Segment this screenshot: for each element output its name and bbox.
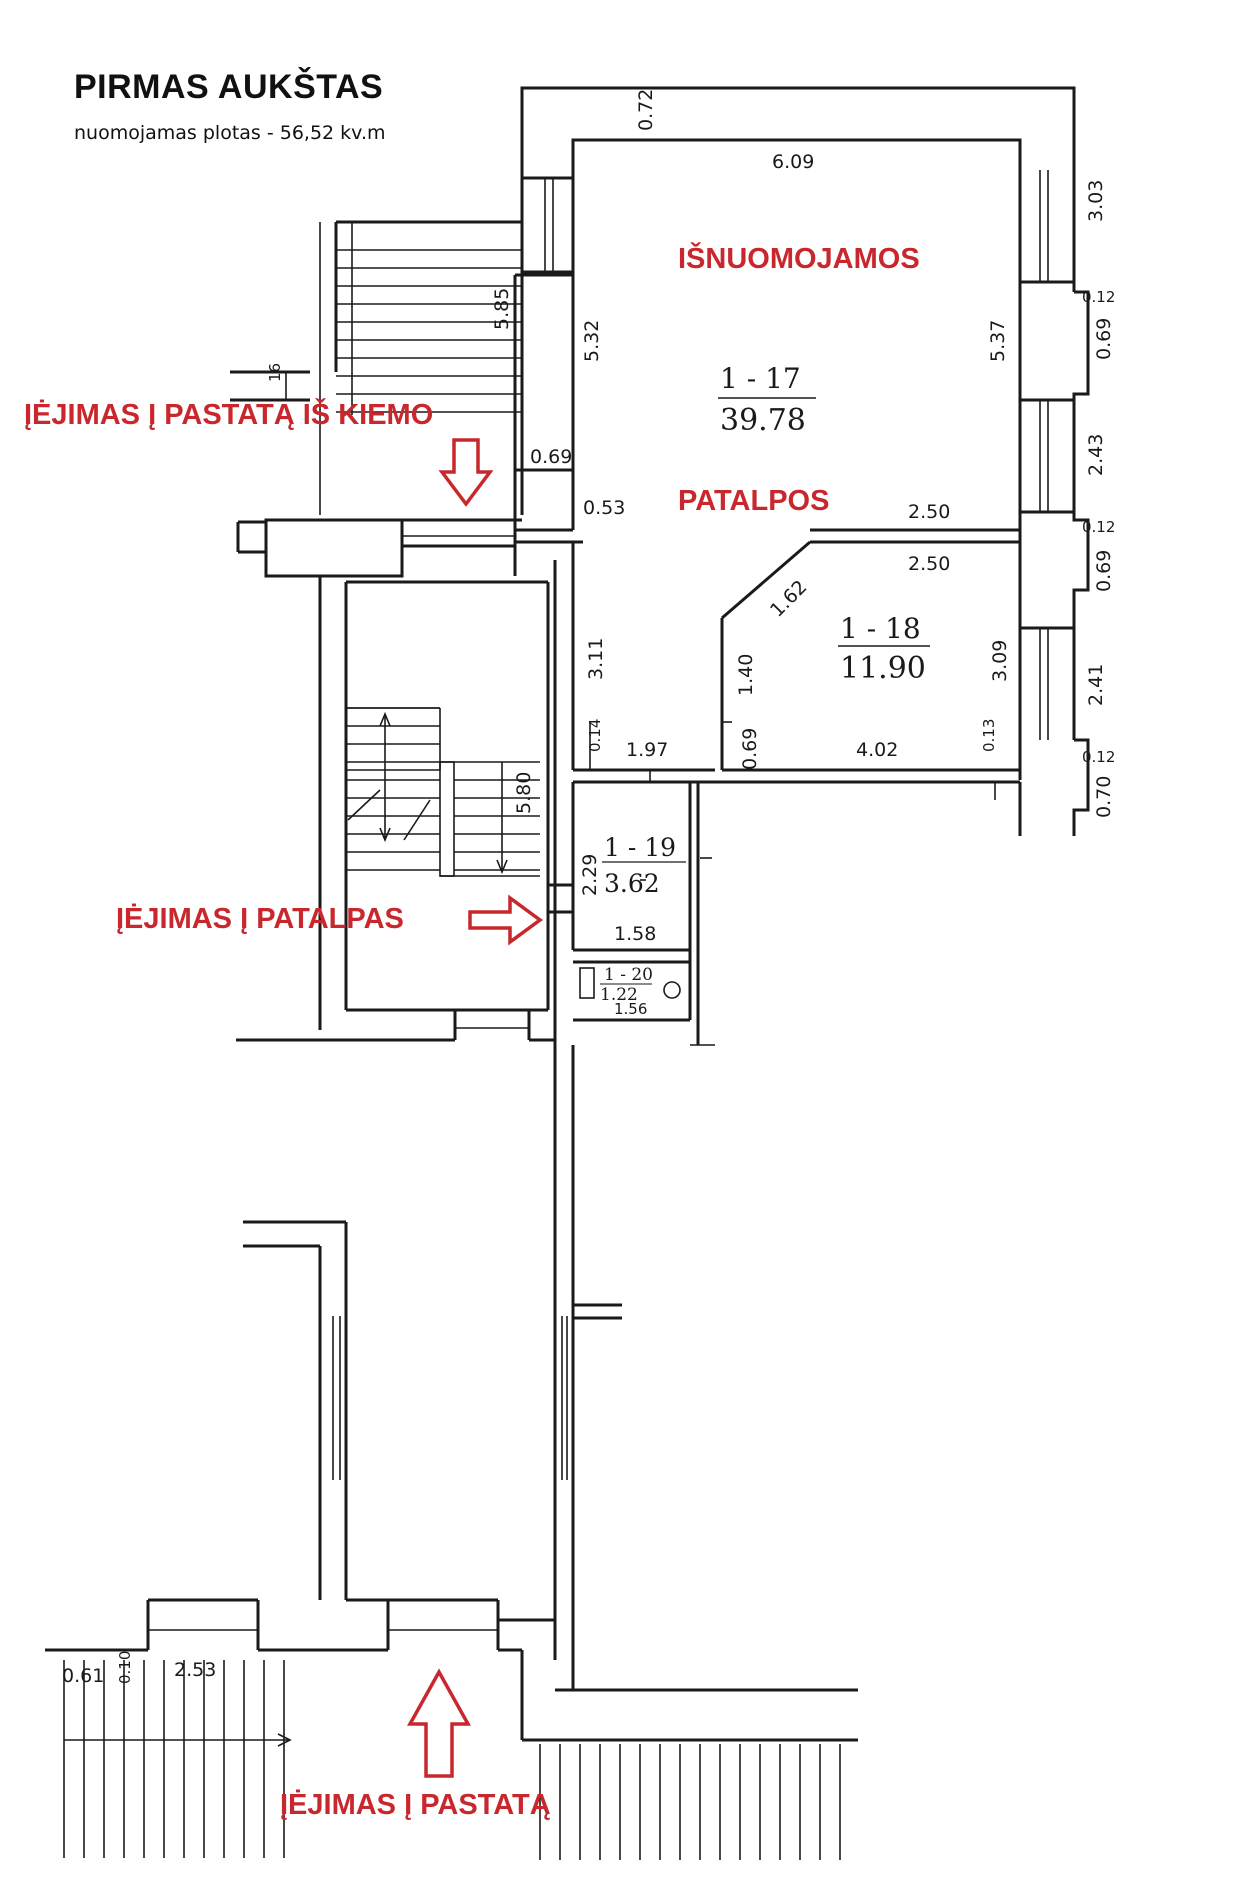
dim-5-85: 5.85 — [491, 288, 513, 330]
dim-1-58: 1.58 — [614, 923, 656, 945]
dim-2-50-a: 2.50 — [908, 501, 950, 523]
room-1-19-number: 1 - 19 — [604, 833, 676, 862]
room-labels: 1 - 17 39.78 1 - 18 11.90 1 - 19 3.62 1 … — [600, 362, 930, 1005]
dim-3-09: 3.09 — [989, 640, 1011, 682]
dim-0-12-b: 0.12 — [1082, 518, 1115, 536]
annotations: IŠNUOMOJAMOS PATALPOS ĮĖJIMAS Į PASTATĄ … — [24, 241, 920, 1821]
lower-corridor — [45, 1220, 858, 1860]
dim-1-40: 1.40 — [735, 654, 757, 696]
room-1-20-area: 1.22 — [600, 985, 638, 1005]
dim-0-70: 0.70 — [1093, 776, 1115, 818]
arrow-up-icon — [407, 1668, 471, 1778]
dim-5-32: 5.32 — [581, 320, 603, 362]
room-1-17-area: 39.78 — [720, 403, 806, 438]
dim-0-53: 0.53 — [583, 497, 625, 519]
dim-2-41: 2.41 — [1085, 664, 1107, 706]
dim-0-14: 0.14 — [586, 719, 604, 752]
arrow-down-icon — [438, 438, 494, 507]
dim-1-62: 1.62 — [766, 576, 811, 621]
dim-0-69-a: 0.69 — [1093, 318, 1115, 360]
room-1-18-area: 11.90 — [840, 651, 926, 686]
dim-5-37: 5.37 — [987, 320, 1009, 362]
dim-4-02: 4.02 — [856, 739, 898, 761]
dim-3-03: 3.03 — [1085, 180, 1107, 222]
rental-label-top: IŠNUOMOJAMOS — [678, 241, 920, 275]
central-stair-hall — [236, 518, 575, 1690]
dim-0-13: 0.13 — [980, 719, 998, 752]
dim-2-29: 2.29 — [579, 854, 601, 896]
dim-16: 16 — [266, 363, 284, 382]
dim-2-50-b: 2.50 — [908, 553, 950, 575]
dim-0-12-c: 0.12 — [1082, 748, 1115, 766]
room-1-18-number: 1 - 18 — [840, 612, 921, 645]
entrance-yard-label: ĮĖJIMAS Į PASTATĄ IŠ KIEMO — [24, 397, 433, 431]
north-staircase — [230, 220, 573, 520]
room-1-19-area: 3.62 — [604, 869, 660, 898]
dim-1-97: 1.97 — [626, 739, 668, 761]
entrance-building-label: ĮĖJIMAS Į PASTATĄ — [280, 1789, 551, 1821]
dim-0-61: 0.61 — [62, 1665, 104, 1687]
arrow-right-icon — [468, 894, 543, 946]
dim-6-09: 6.09 — [772, 151, 814, 173]
dim-0-69-d: 0.69 — [739, 728, 761, 770]
rental-label-bottom: PATALPOS — [678, 485, 829, 517]
entrance-premises-label: ĮĖJIMAS Į PATALPAS — [116, 903, 404, 935]
dim-0-10: 0.10 — [116, 1651, 134, 1684]
rental-unit-walls — [515, 86, 1090, 1046]
page-subtitle: nuomojamas plotas - 56,52 kv.m — [74, 122, 386, 144]
dim-5-80: 5.80 — [513, 772, 535, 814]
dim-3-11: 3.11 — [585, 638, 607, 680]
dim-0-12-a: 0.12 — [1082, 288, 1115, 306]
room-1-17-number: 1 - 17 — [720, 362, 801, 395]
dim-0-69-c: 0.69 — [530, 446, 572, 468]
dim-0-69-b: 0.69 — [1093, 550, 1115, 592]
dim-2-43: 2.43 — [1085, 434, 1107, 476]
dim-2-53: 2.53 — [174, 1659, 216, 1681]
dim-0-72: 0.72 — [635, 89, 657, 131]
room-1-20-number: 1 - 20 — [604, 965, 653, 985]
page-title: PIRMAS AUKŠTAS — [74, 68, 384, 106]
dimension-labels: 0.72 6.09 3.03 0.12 0.69 5.37 2.43 0.12 … — [62, 89, 1115, 1687]
dim-1-56: 1.56 — [614, 1000, 647, 1018]
